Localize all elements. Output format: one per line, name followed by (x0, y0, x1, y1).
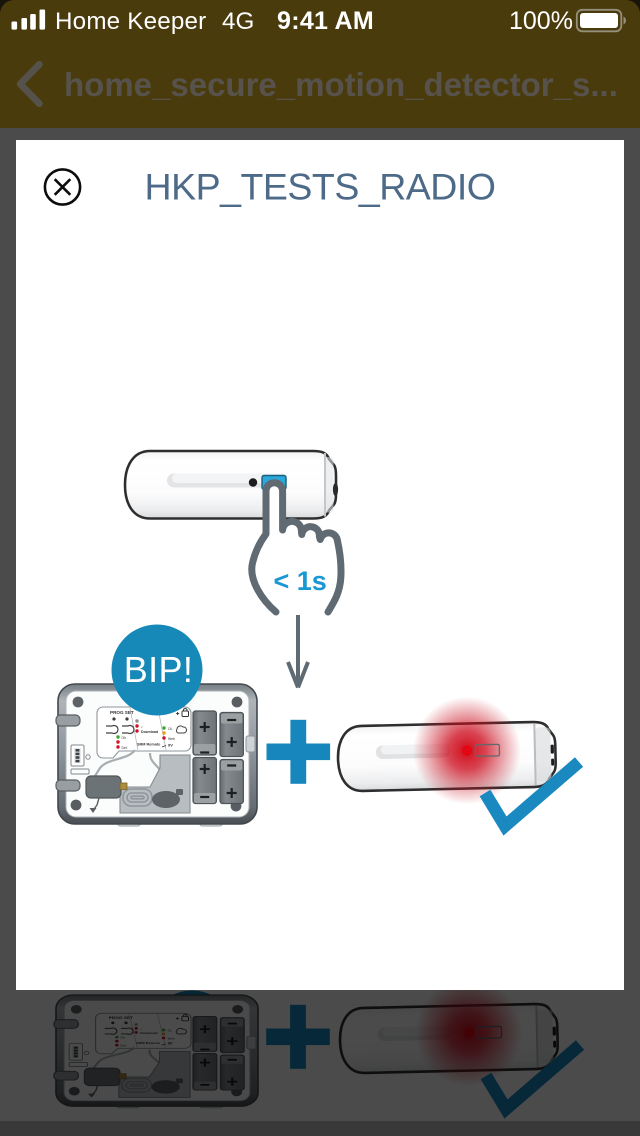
svg-text:Home Keeper: Home Keeper (55, 8, 206, 35)
svg-text:home_secure_motion_detector_s.: home_secure_motion_detector_s... (64, 66, 618, 103)
svg-text:HKP_TESTS_RADIO: HKP_TESTS_RADIO (145, 166, 496, 208)
svg-text:9:41 AM: 9:41 AM (277, 7, 374, 35)
svg-text:4G: 4G (222, 8, 254, 35)
svg-text:< 1s: < 1s (274, 566, 327, 596)
svg-text:100%: 100% (509, 7, 573, 35)
